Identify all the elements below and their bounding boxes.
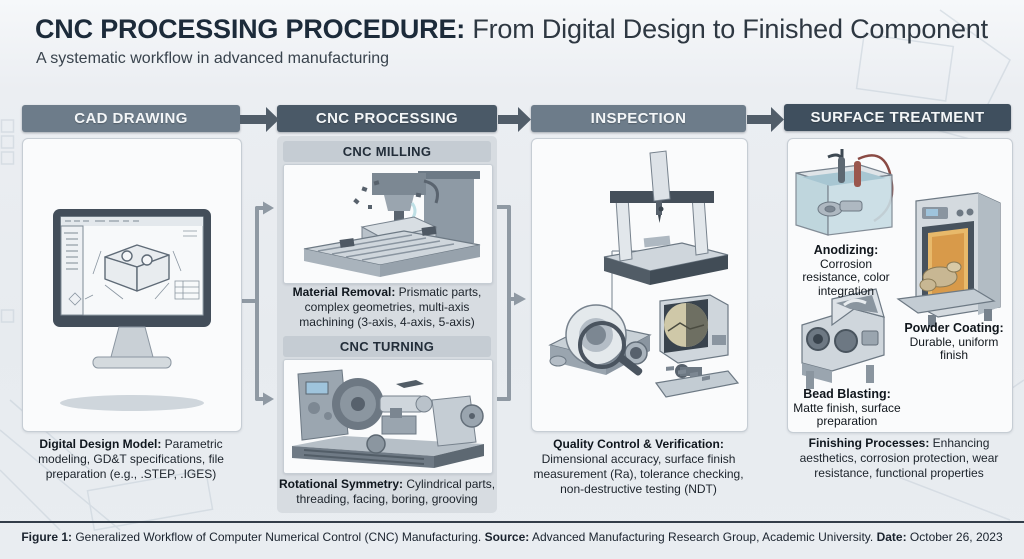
surface-treatment-illustration — [795, 149, 1001, 389]
footer-divider — [0, 521, 1024, 523]
lathe-machine-illustration — [292, 369, 484, 468]
page-title: CNC PROCESSING PROCEDURE: From Digital D… — [35, 14, 988, 45]
inspection-card — [531, 138, 748, 432]
milling-machine-illustration — [303, 171, 481, 277]
turning-caption-text: Cylindrical parts, threading, facing, bo… — [296, 477, 496, 506]
anodizing-label: Anodizing:Corrosion resistance, color in… — [790, 243, 902, 299]
bead-blasting-label-text: Matte finish, surface preparation — [793, 400, 901, 429]
cnc-milling-card — [283, 164, 493, 284]
inspection-caption: Quality Control & Verification: Dimensio… — [524, 437, 753, 497]
date-text: October 26, 2023 — [906, 530, 1003, 544]
page-title-emphasis: CNC PROCESSING PROCEDURE: — [35, 14, 466, 44]
surface-caption-text: Enhancing aesthetics, corrosion protecti… — [799, 436, 999, 480]
milling-caption-lead: Material Removal: — [292, 285, 396, 299]
bead-blasting-label-lead: Bead Blasting: — [803, 387, 891, 401]
turning-caption-lead: Rotational Symmetry: — [278, 477, 403, 491]
surface-caption-lead: Finishing Processes: — [808, 436, 930, 450]
stage-header-surface-treatment: SURFACE TREATMENT — [784, 104, 1011, 131]
stage-header-inspection: INSPECTION — [531, 105, 746, 132]
cad-caption: Digital Design Model: Parametric modelin… — [16, 437, 246, 482]
date-label: Date: — [876, 530, 907, 544]
anodizing-label-lead: Anodizing: — [813, 243, 879, 257]
cad-caption-lead: Digital Design Model: — [39, 437, 162, 451]
inspection-caption-text: Dimensional accuracy, surface finish mea… — [533, 451, 744, 496]
source-label: Source: — [484, 530, 530, 544]
figure-label: Figure 1: — [21, 530, 72, 544]
figure-text: Generalized Workflow of Computer Numeric… — [72, 530, 485, 544]
subheader-cnc-turning: CNC TURNING — [283, 336, 491, 357]
cnc-milling-caption: Material Removal: Prismatic parts, compl… — [279, 285, 495, 330]
subheader-cnc-milling: CNC MILLING — [283, 141, 491, 162]
inspection-illustration — [548, 150, 740, 398]
stage-header-cnc-processing: CNC PROCESSING — [277, 105, 497, 132]
bead-blasting-label: Bead Blasting:Matte finish, surface prep… — [788, 387, 906, 429]
page-subtitle: A systematic workflow in advanced manufa… — [36, 50, 390, 67]
powder-coating-label-text: Durable, uniform finish — [909, 334, 999, 363]
surface-treatment-caption: Finishing Processes: Enhancing aesthetic… — [779, 436, 1019, 481]
cnc-turning-caption: Rotational Symmetry: Cylindrical parts, … — [275, 477, 499, 507]
cad-drawing-card — [22, 138, 242, 432]
inspection-caption-lead: Quality Control & Verification: — [553, 437, 724, 451]
figure-caption: Figure 1: Generalized Workflow of Comput… — [0, 530, 1024, 544]
source-text: Advanced Manufacturing Research Group, A… — [529, 530, 877, 544]
cnc-turning-card — [283, 359, 493, 474]
powder-coating-label: Powder Coating:Durable, uniform finish — [900, 321, 1008, 363]
stage-header-cad-drawing: CAD DRAWING — [22, 105, 240, 132]
surface-treatment-card: Anodizing:Corrosion resistance, color in… — [787, 138, 1013, 433]
anodizing-label-text: Corrosion resistance, color integration — [802, 256, 890, 299]
milling-caption-text: Prismatic parts, complex geometries, mul… — [299, 285, 482, 329]
powder-coating-label-lead: Powder Coating: — [904, 321, 1004, 335]
cad-monitor-illustration — [53, 209, 211, 411]
cad-caption-text: Parametric modeling, GD&T specifications… — [38, 437, 224, 481]
page-title-rest: From Digital Design to Finished Componen… — [465, 14, 988, 44]
